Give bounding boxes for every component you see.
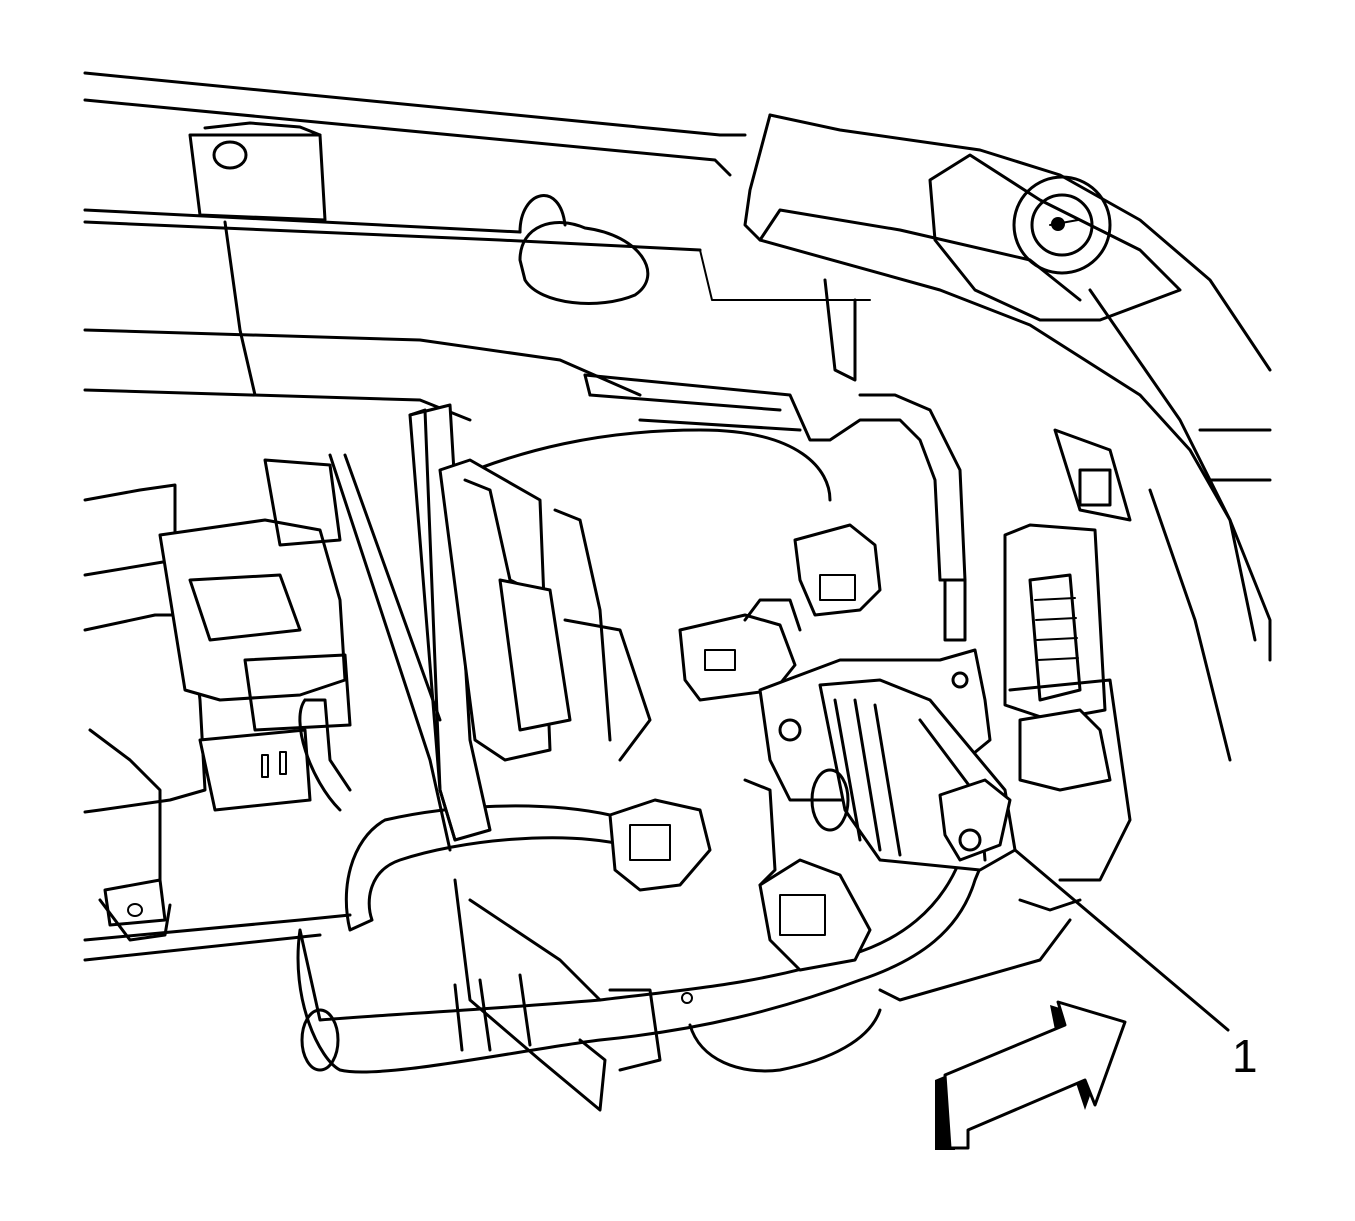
lower-mount	[453, 878, 1082, 1112]
lower-connectors	[608, 768, 872, 972]
callout-1-label: 1	[1232, 1030, 1258, 1082]
fuse-relay-block	[83, 458, 352, 962]
front-arrow-icon	[935, 1000, 1127, 1150]
strut-tower	[743, 113, 1272, 762]
module-bracket	[328, 403, 652, 852]
callout-1-leader	[1013, 848, 1230, 1032]
center-connectors	[678, 523, 882, 702]
upper-rail	[83, 71, 871, 422]
side-connector	[1003, 523, 1132, 882]
wiring-harness	[296, 278, 1002, 1074]
harness-bracket-right	[1053, 428, 1132, 522]
main-connector	[758, 648, 1017, 872]
